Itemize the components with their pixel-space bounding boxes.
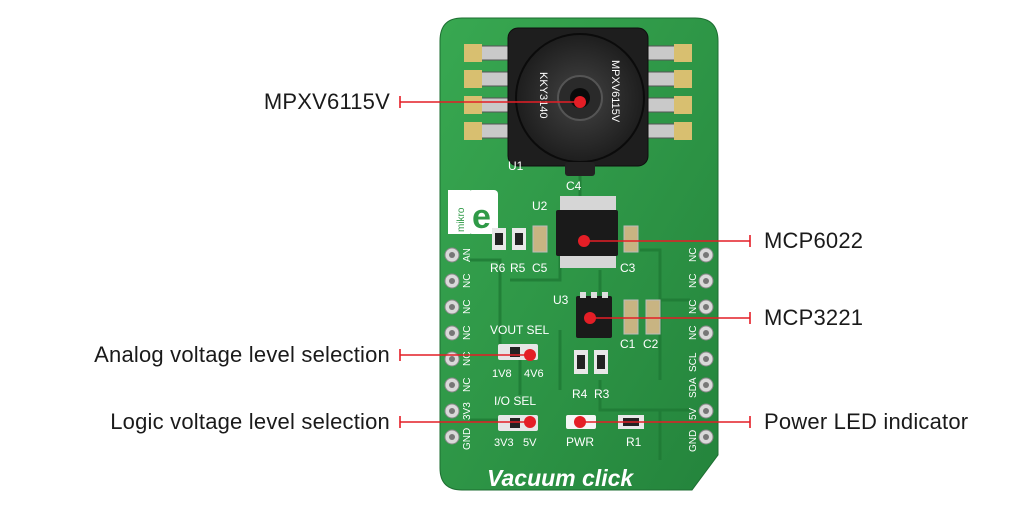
silk-vout-sel: VOUT SEL bbox=[490, 323, 549, 337]
silk-3v3: 3V3 bbox=[494, 437, 514, 449]
silk-pwr: PWR bbox=[566, 435, 594, 449]
silk-r4: R4 bbox=[572, 387, 588, 401]
silk-r6: R6 bbox=[490, 261, 506, 275]
silk-u3: U3 bbox=[553, 293, 569, 307]
mikroe-logo: mikro e bbox=[448, 190, 498, 236]
callout-dot bbox=[524, 349, 536, 361]
pin-label-right: NC bbox=[688, 274, 699, 288]
pin-label-right: GND bbox=[688, 430, 699, 452]
pin-label-right: NC bbox=[688, 326, 699, 340]
u2-chip bbox=[556, 196, 618, 268]
callout-adc-label: MCP3221 bbox=[764, 305, 864, 330]
pin-label-left: NC bbox=[462, 326, 473, 340]
silk-1v8: 1V8 bbox=[492, 368, 512, 380]
pin-label-right: NC bbox=[688, 300, 699, 314]
pin-label-left: AN bbox=[462, 248, 473, 262]
pin-label-right: SCL bbox=[688, 352, 699, 372]
callout-logic-sel-label: Logic voltage level selection bbox=[110, 409, 390, 434]
callout-dot bbox=[524, 416, 536, 428]
silk-r1: R1 bbox=[626, 435, 642, 449]
callout-dot bbox=[578, 235, 590, 247]
silk-c3: C3 bbox=[620, 261, 636, 275]
callout-lines bbox=[399, 96, 751, 428]
callout-sensor-label: MPXV6115V bbox=[263, 89, 390, 114]
pin-label-left: GND bbox=[462, 428, 473, 450]
brand-text: mikro bbox=[456, 207, 467, 232]
board-name: Vacuum click bbox=[487, 465, 634, 491]
pin-label-left: 3V3 bbox=[462, 402, 473, 420]
sensor-pins bbox=[464, 44, 692, 140]
callout-dot bbox=[574, 96, 586, 108]
silk-c1: C1 bbox=[620, 337, 636, 351]
silk-c4: C4 bbox=[566, 179, 582, 193]
callout-opamp-label: MCP6022 bbox=[764, 228, 864, 253]
header-pins bbox=[444, 247, 714, 445]
pin-label-right: SDA bbox=[688, 377, 699, 398]
sensor-marking-1: MPXV6115V bbox=[609, 60, 621, 123]
pin-labels-right: NC NC NC NC SCL SDA 5V GND bbox=[688, 248, 699, 452]
pin-label-left: NC bbox=[462, 300, 473, 314]
silk-u2: U2 bbox=[532, 199, 548, 213]
silk-5v: 5V bbox=[523, 437, 537, 449]
silk-r3: R3 bbox=[594, 387, 610, 401]
silk-io-sel: I/O SEL bbox=[494, 394, 536, 408]
silk-r5: R5 bbox=[510, 261, 526, 275]
silk-c5: C5 bbox=[532, 261, 548, 275]
pin-label-left: NC bbox=[462, 274, 473, 288]
callout-dots bbox=[524, 96, 596, 428]
silk-c2: C2 bbox=[643, 337, 659, 351]
callout-power-led-label: Power LED indicator bbox=[764, 409, 969, 434]
pin-label-left: NC bbox=[462, 378, 473, 392]
callout-dot bbox=[574, 416, 586, 428]
pin-label-right: NC bbox=[688, 248, 699, 262]
silk-4v6: 4V6 bbox=[524, 368, 544, 380]
pin-label-right: 5V bbox=[688, 407, 699, 420]
callout-analog-sel-label: Analog voltage level selection bbox=[94, 342, 390, 367]
pin-label-left: NC bbox=[462, 352, 473, 366]
silk-u1: U1 bbox=[508, 159, 524, 173]
brand-e-glyph: e bbox=[472, 198, 491, 236]
pin-labels-left: AN NC NC NC NC NC 3V3 GND bbox=[462, 248, 473, 450]
sensor-marking-2: KKY3140 bbox=[537, 72, 549, 118]
callout-dot bbox=[584, 312, 596, 324]
